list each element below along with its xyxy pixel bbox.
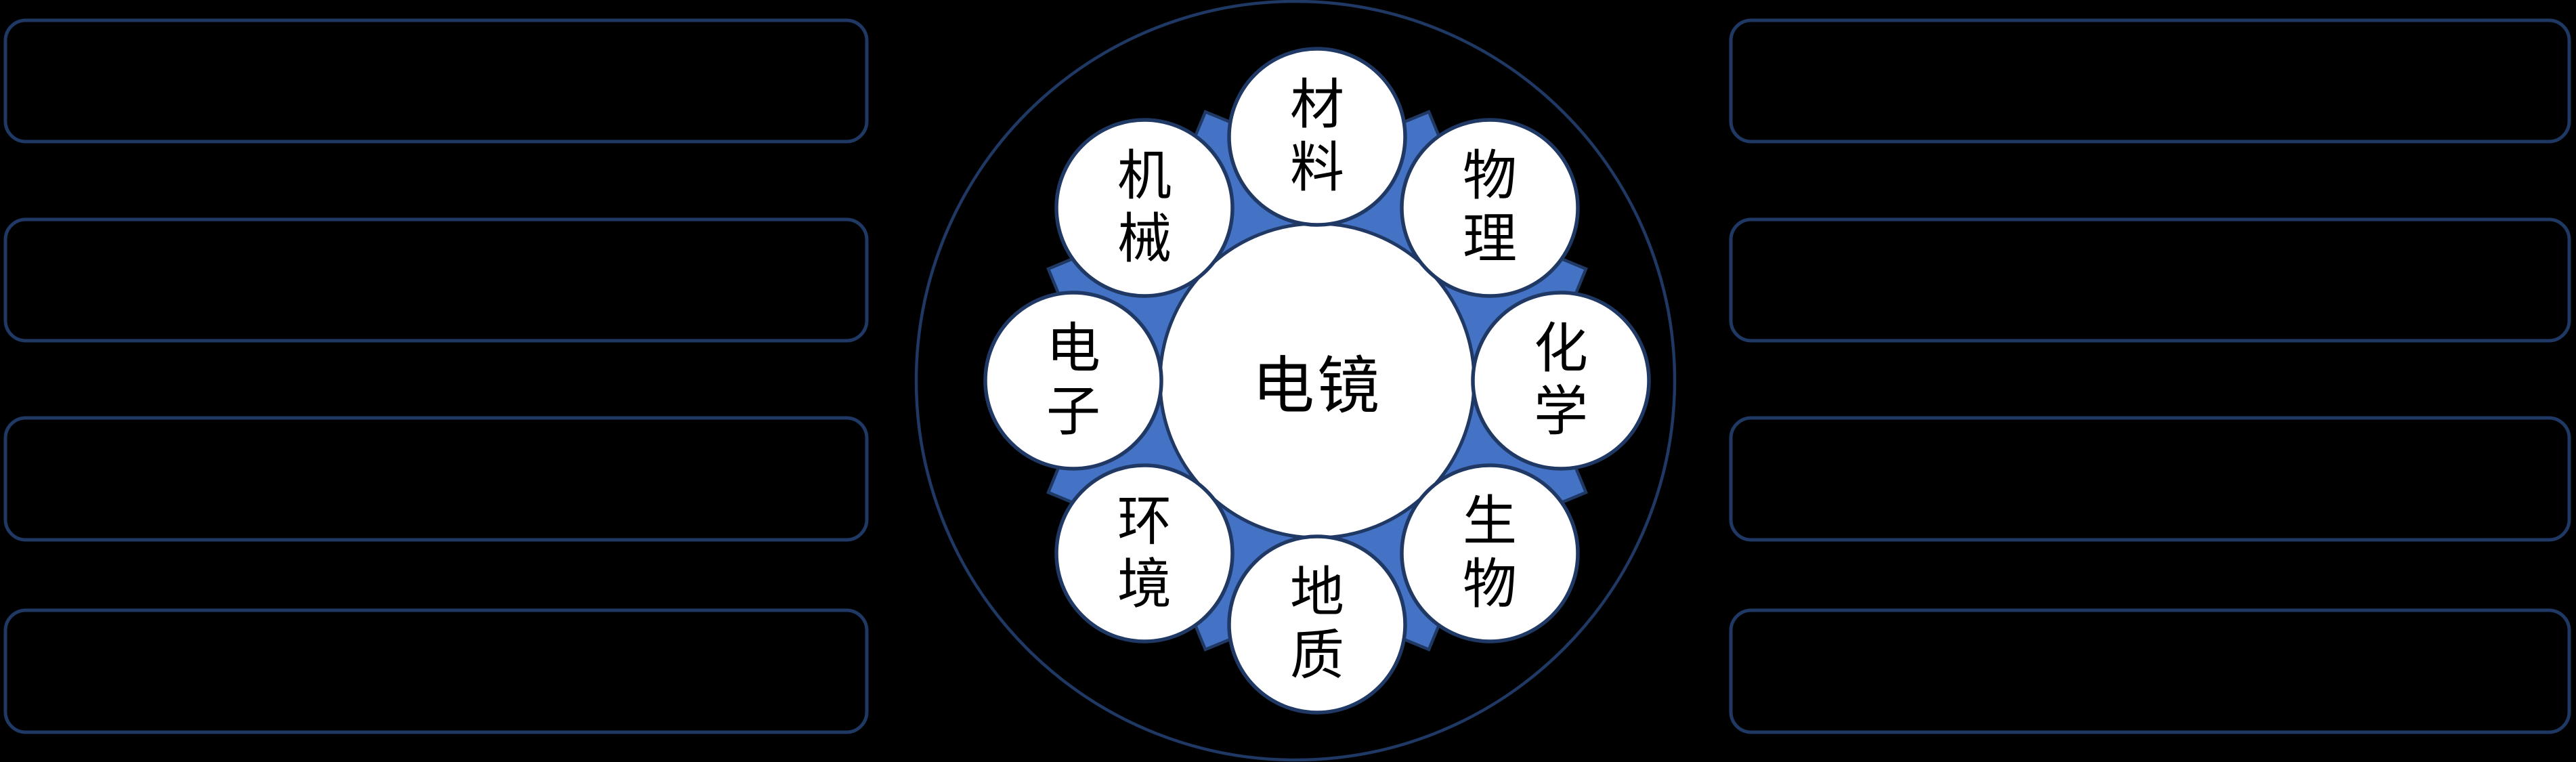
satellite-label-wuli: 物理 bbox=[1463, 144, 1517, 270]
satellite-circle-huaxue bbox=[1471, 291, 1651, 471]
side-box-left-1 bbox=[3, 18, 869, 144]
satellite-circle-jixie bbox=[1054, 118, 1235, 298]
satellite-circle-dizhi bbox=[1227, 534, 1407, 715]
side-box-left-4 bbox=[3, 608, 869, 734]
side-box-right-3 bbox=[1729, 416, 2571, 542]
satellite-circle-huanjing bbox=[1054, 463, 1235, 643]
satellite-label-jixie: 机械 bbox=[1117, 144, 1172, 270]
satellite-label-shengwu: 生物 bbox=[1463, 490, 1517, 616]
satellite-label-dizhi: 地质 bbox=[1290, 561, 1344, 687]
satellite-label-dianzi: 电子 bbox=[1046, 317, 1100, 443]
satellite-label-huaxue: 化学 bbox=[1534, 317, 1588, 443]
side-box-left-3 bbox=[3, 416, 869, 542]
satellite-label-huanjing: 环境 bbox=[1117, 490, 1172, 616]
satellite-circle-wuli bbox=[1400, 118, 1580, 298]
hub-label: 电镜 bbox=[1251, 350, 1383, 423]
satellite-label-cailiao: 材料 bbox=[1290, 73, 1344, 199]
outer-ring bbox=[914, 0, 1677, 762]
side-box-left-2 bbox=[3, 217, 869, 343]
satellite-circle-cailiao bbox=[1227, 47, 1407, 227]
side-box-right-1 bbox=[1729, 18, 2571, 144]
satellite-circle-dianzi bbox=[983, 291, 1163, 471]
side-box-right-4 bbox=[1729, 608, 2571, 734]
satellite-circle-shengwu bbox=[1400, 463, 1580, 643]
side-box-right-2 bbox=[1729, 217, 2571, 343]
